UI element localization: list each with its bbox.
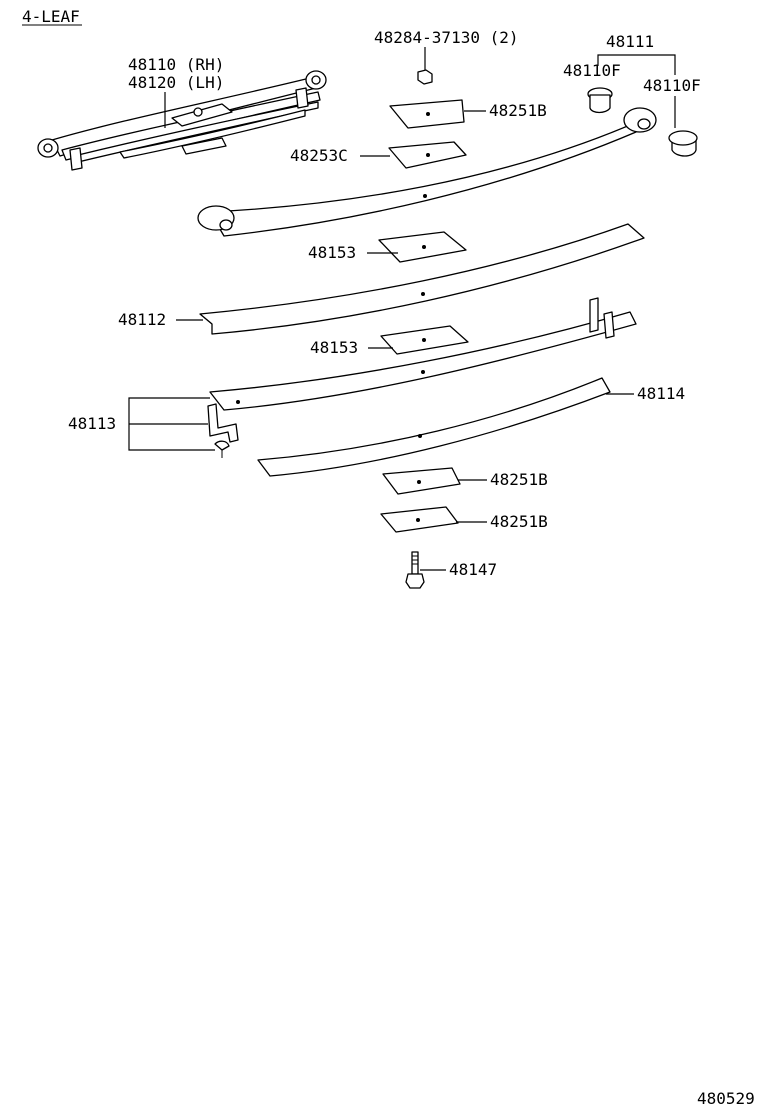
center-bolt-part: [405, 551, 425, 589]
figure-code: 480529: [697, 1089, 755, 1108]
label-insert-1: 48153: [308, 243, 356, 262]
label-leaf-4: 48114: [637, 384, 685, 403]
label-nut: 48284-37130 (2): [374, 28, 519, 47]
label-insert-2: 48153: [310, 338, 358, 357]
leaf-3-part: [209, 297, 637, 411]
label-plate-c: 48253C: [290, 146, 348, 165]
label-bushing-left: 48110F: [563, 61, 621, 80]
label-bushing-assy: 48111: [606, 32, 654, 51]
leaf-spring-assembly-illustration: [37, 70, 327, 171]
leaf-4-part: [257, 377, 611, 477]
label-plate-top: 48251B: [489, 101, 547, 120]
label-bushing-right: 48110F: [643, 76, 701, 95]
diagram-header: 4-LEAF: [22, 7, 80, 26]
bushing-right-part: [668, 130, 698, 157]
plate-lower-1-part: [382, 467, 461, 495]
label-leaf-2: 48112: [118, 310, 166, 329]
label-plate-lower-1: 48251B: [490, 470, 548, 489]
label-spring-rh: 48110 (RH): [128, 55, 224, 74]
rebound-clip-part: [207, 403, 239, 458]
bracket-bushing: [597, 54, 676, 75]
label-leaf-3: 48113: [68, 414, 116, 433]
label-center-bolt: 48147: [449, 560, 497, 579]
nut-part: [417, 69, 433, 85]
label-spring-lh: 48120 (LH): [128, 73, 224, 92]
label-plate-lower-2: 48251B: [490, 512, 548, 531]
bushing-left-part: [587, 87, 613, 114]
main-leaf-part: [197, 107, 657, 237]
leaf-2-part: [199, 223, 645, 335]
